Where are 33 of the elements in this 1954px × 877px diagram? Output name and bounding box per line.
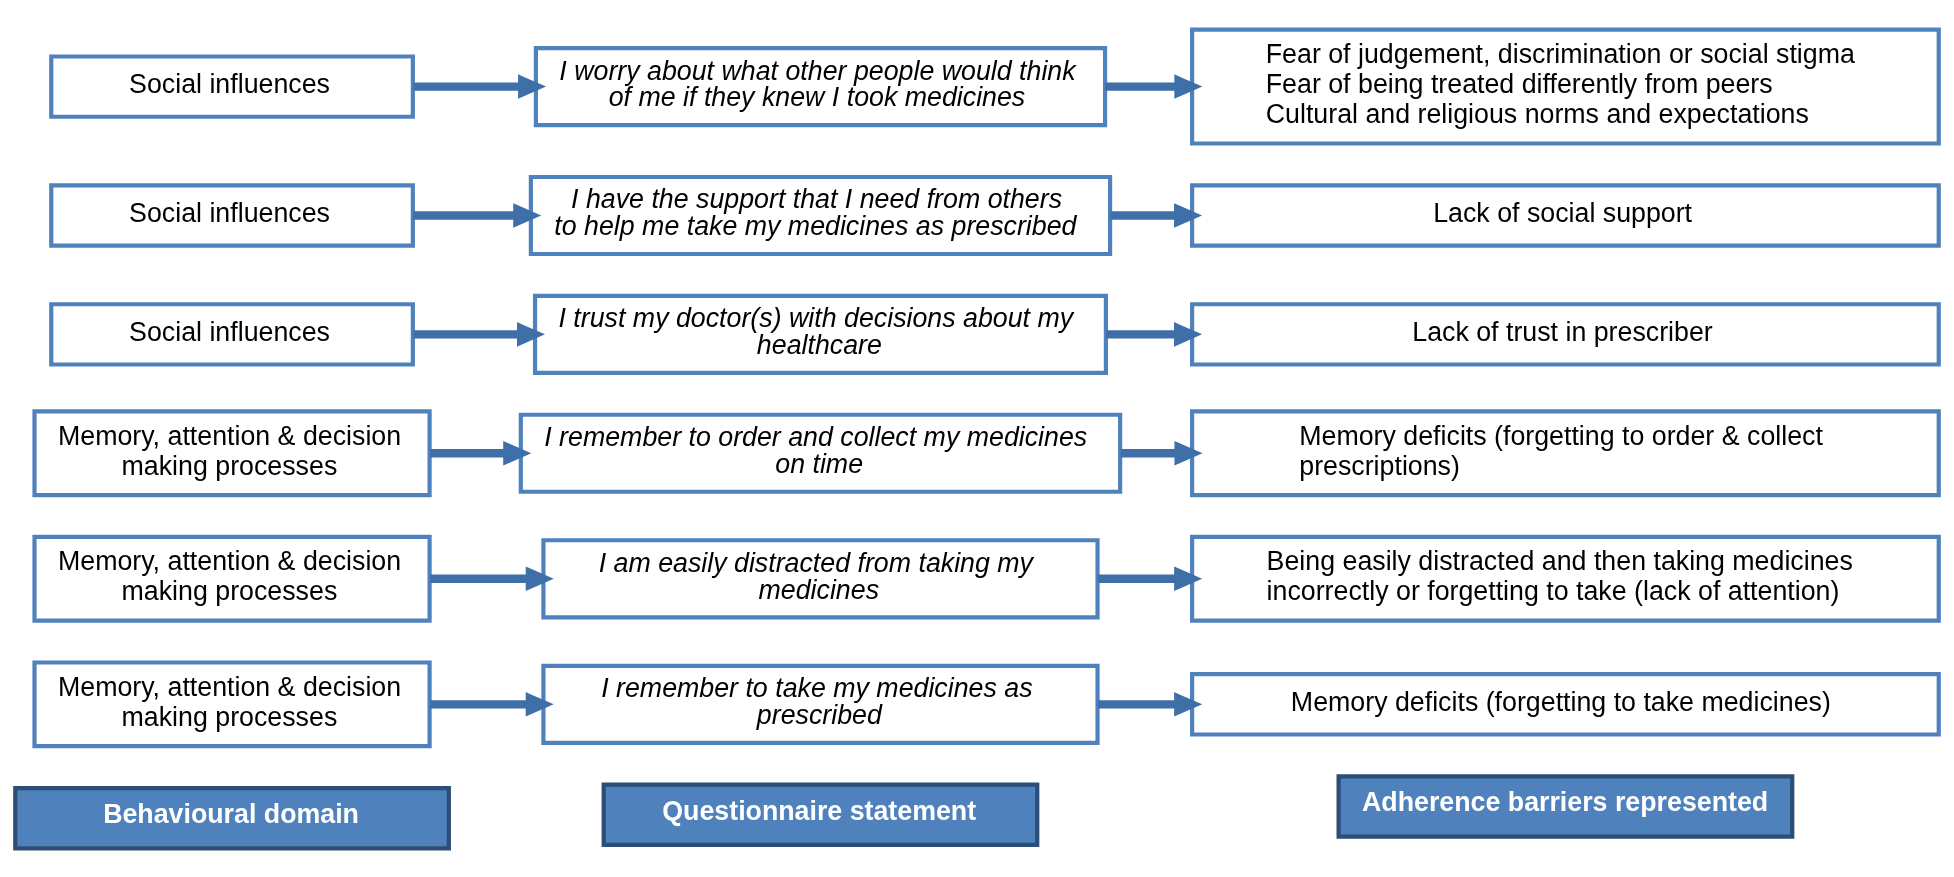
node-box: I remember to order and collect my medicines on time xyxy=(518,412,1123,494)
node-box: Memory deficits (forgetting to order & collect prescriptions) xyxy=(1190,408,1941,497)
node-box: Questionnaire statement xyxy=(601,782,1040,847)
arrow xyxy=(430,566,554,591)
arrow xyxy=(430,691,554,717)
arrow xyxy=(1097,566,1203,591)
node-box: Social influences xyxy=(49,182,415,248)
node-box: I am easily distracted from taking my medicines xyxy=(541,537,1100,619)
node-box: I trust my doctor(s) with decisions about my healthcare xyxy=(532,293,1108,375)
arrow xyxy=(413,321,545,347)
node-box: I worry about what other people would think of me if they knew I took medicines xyxy=(533,45,1108,127)
node-box: Memory, attention & decision making processes xyxy=(32,408,432,497)
arrow xyxy=(413,73,547,99)
node-box: Memory, attention & decision making processes xyxy=(32,659,432,748)
node-box: Social influences xyxy=(49,53,415,119)
node-box: Lack of social support xyxy=(1190,182,1941,248)
arrow xyxy=(1106,321,1203,347)
node-box: Lack of trust in prescriber xyxy=(1190,301,1941,367)
node-box: Being easily distracted and then taking medicines incorrectly or forgetting to take (lack of attention) xyxy=(1190,534,1941,623)
node-box: Social influences xyxy=(49,301,415,367)
node-box: Memory deficits (forgetting to take medicines) xyxy=(1190,671,1941,737)
arrow xyxy=(1120,440,1203,465)
arrow xyxy=(1105,73,1203,99)
node-box: Behavioural domain xyxy=(13,785,451,850)
node-box: Adherence barriers represented xyxy=(1336,773,1795,839)
node-box: Memory, attention & decision making processes xyxy=(32,534,432,623)
arrow xyxy=(430,440,532,465)
arrow xyxy=(1097,691,1203,717)
node-box: I have the support that I need from others to help me take my medicines as prescribed xyxy=(528,174,1113,256)
node-box: Fear of judgement, discrimination or social stigma Fear of being treated differently from peers Cultural and religious norms and expectations xyxy=(1190,27,1941,146)
node-box: I remember to take my medicines as prescribed xyxy=(541,663,1100,745)
arrow xyxy=(413,202,542,228)
arrow xyxy=(1110,202,1203,228)
